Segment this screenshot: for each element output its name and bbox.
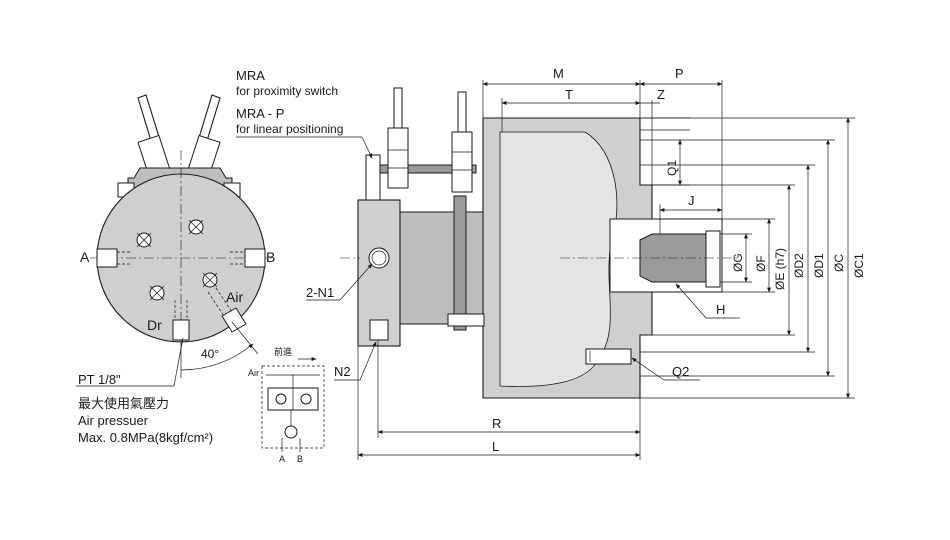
callout-mra-title: MRA (236, 68, 265, 83)
dim-f: ØF (754, 255, 768, 272)
dimension-lines (357, 80, 855, 460)
dim-t: T (565, 87, 573, 102)
dim-r: R (492, 416, 501, 431)
callout-mra-desc: for proximity switch (236, 84, 338, 98)
dim-z: Z (657, 87, 665, 102)
side-view (340, 87, 740, 399)
port-air-label: Air (226, 289, 243, 305)
callout-mrap-title: MRA - P (236, 106, 284, 121)
dim-m: M (553, 66, 564, 81)
thread-note: PT 1/8" (78, 372, 121, 387)
dim-g: ØG (731, 253, 745, 272)
dim-d1: ØD1 (812, 253, 826, 278)
schematic-a-label: A (279, 454, 285, 464)
port-dr-label: Dr (147, 317, 162, 333)
callout-h: H (716, 302, 725, 317)
dim-c: ØC (832, 254, 846, 272)
dim-d2: ØD2 (792, 253, 806, 278)
schematic-b-label: B (297, 454, 303, 464)
callout-q2: Q2 (672, 364, 689, 379)
callout-n1: 2-N1 (306, 285, 334, 300)
dim-e: ØE (h7) (773, 248, 787, 290)
callout-mrap-desc: for linear positioning (236, 122, 343, 136)
schematic-air-label: Air (248, 368, 259, 378)
port-a-label: A (80, 249, 90, 265)
pressure-en-note: Air pressuer (78, 413, 149, 428)
angle-label: 40° (201, 347, 219, 361)
schematic-forward-label: 前進 (274, 346, 292, 357)
pneumatic-schematic: 前進 Air A B (248, 346, 325, 464)
front-view (90, 94, 272, 378)
pressure-zh-note: 最大使用氣壓力 (78, 396, 169, 411)
dim-q1: Q1 (665, 160, 679, 176)
dim-l: L (492, 439, 499, 454)
port-b-label: B (266, 249, 275, 265)
dim-p: P (675, 66, 684, 81)
callout-n2: N2 (334, 364, 351, 379)
dim-c1: ØC1 (852, 253, 866, 278)
front-bolt-holes (136, 219, 218, 301)
dim-j: J (688, 193, 695, 208)
pressure-max-note: Max. 0.8MPa(8kgf/cm²) (78, 430, 213, 445)
